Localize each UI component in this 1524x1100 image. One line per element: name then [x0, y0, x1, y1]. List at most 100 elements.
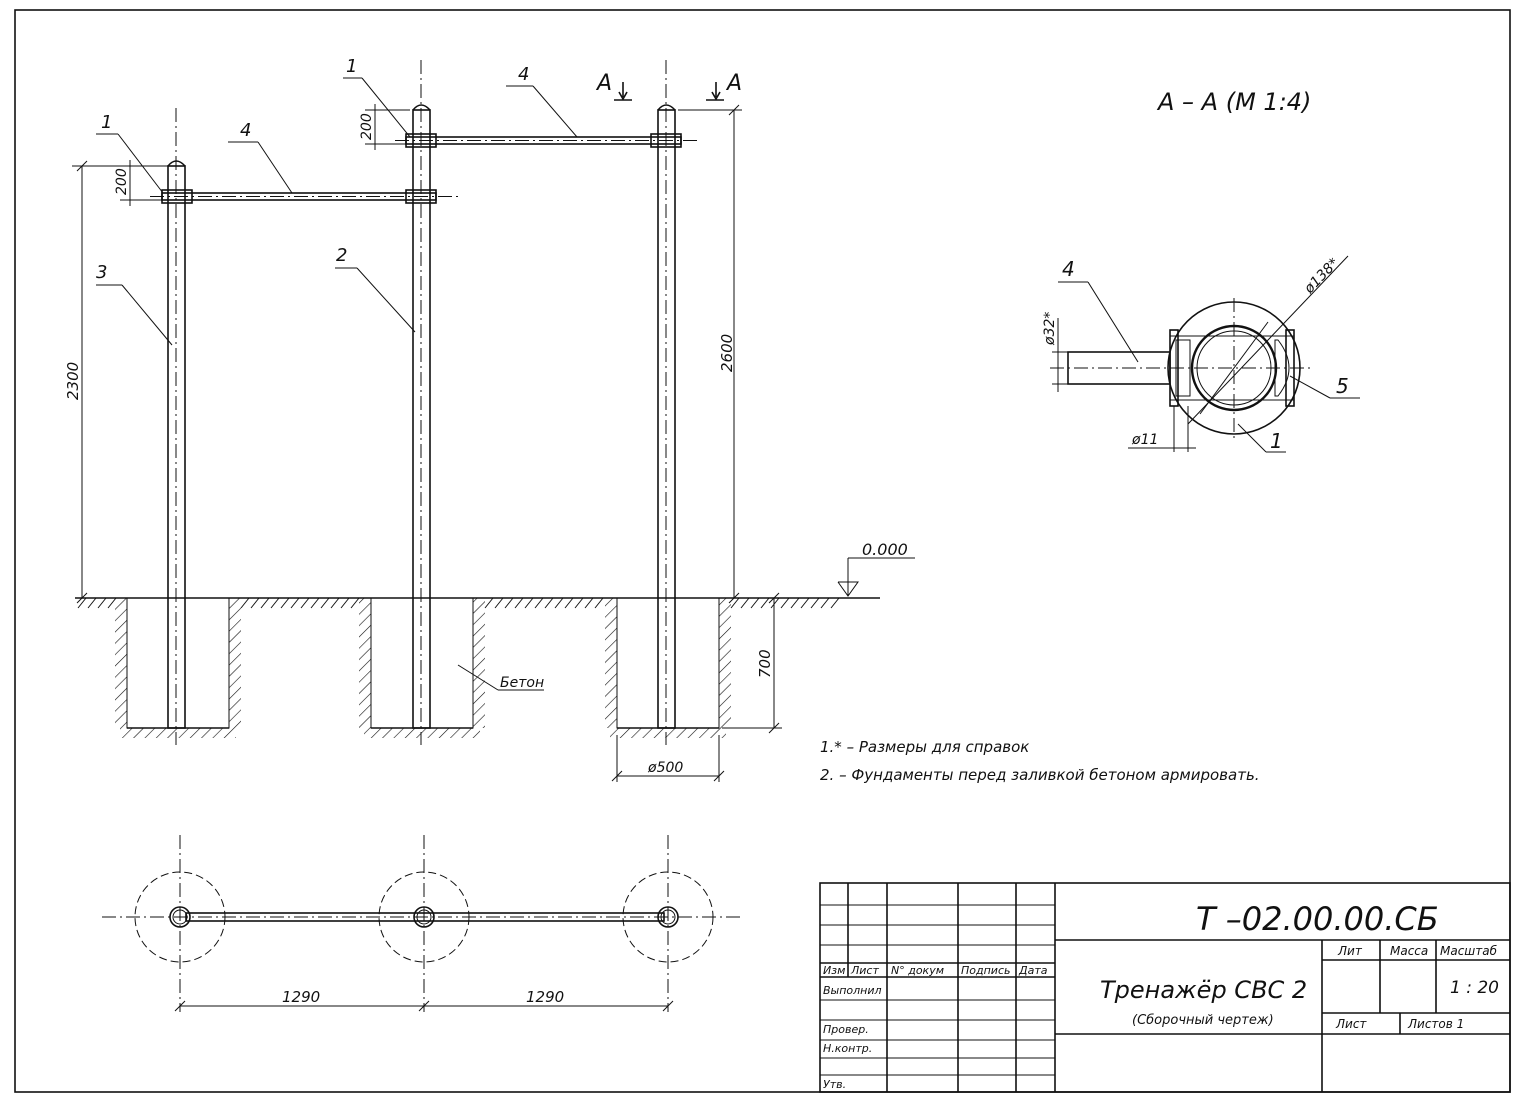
ground-hatch-tick [584, 597, 594, 609]
section-dim-d32-label: ø32* [1042, 312, 1058, 346]
section-pos4-label: 4 [1062, 257, 1075, 281]
ground-hatch-tick [740, 597, 750, 609]
ground-hatch-tick [810, 597, 820, 609]
tb-row-approve: Утв. [823, 1078, 846, 1091]
ground-hatch-tick [97, 597, 107, 609]
leader-pos4-low [228, 141, 293, 194]
ground-hatch-tick [534, 597, 544, 609]
ground-hatch-tick [250, 597, 260, 609]
foundation-left [115, 597, 241, 738]
title-block [819, 882, 1511, 1093]
section-cut-marks [614, 82, 724, 101]
note-2: 2. – Фундаменты перед заливкой бетоном а… [820, 766, 1260, 784]
plan-dims [174, 1000, 674, 1012]
ground-hatch-tick [484, 597, 494, 609]
ground-hatch-tick [330, 597, 340, 609]
post-left [167, 108, 186, 745]
tb-col-izm: Изм [823, 964, 845, 977]
ground-hatch-tick [107, 597, 117, 609]
ground-hatch-tick [87, 597, 97, 609]
pos4-low-label: 4 [240, 120, 251, 141]
tb-row-done: Выполнил [823, 984, 882, 997]
crossbar-low [150, 189, 460, 204]
section-view [1050, 298, 1310, 440]
ground-hatch-tick [270, 597, 280, 609]
ground-hatch-tick [290, 597, 300, 609]
leader-pos1-mid [343, 77, 411, 138]
section-leader-1 [1237, 423, 1286, 453]
ground-hatch-tick [760, 597, 770, 609]
dim-700 [722, 592, 782, 734]
ground-hatch-tick [340, 597, 350, 609]
tb-designation: Т –02.00.00.СБ [1196, 900, 1439, 938]
tb-scale-label: Масштаб [1440, 944, 1498, 958]
dim-2300-label: 2300 [64, 362, 82, 400]
ground-hatch-tick [790, 597, 800, 609]
tb-sheets: Листов 1 [1407, 1017, 1464, 1031]
ground-hatch-tick [544, 597, 554, 609]
level-mark-label: 0.000 [862, 540, 908, 559]
sheet-frame [14, 9, 1511, 1093]
tb-col-sign: Подпись [961, 964, 1010, 977]
ground-hatch-tick [554, 597, 564, 609]
note-1: 1.* – Размеры для справок [820, 738, 1029, 756]
level-mark [837, 557, 915, 597]
cut-left-label: А [595, 71, 612, 96]
plan-dim-1-label: 1290 [282, 988, 320, 1006]
tb-subtitle: (Сборочный чертеж) [1132, 1013, 1274, 1028]
ground-hatch-tick [574, 597, 584, 609]
ground-hatch-tick [240, 597, 250, 609]
pos1-left-label: 1 [101, 112, 112, 133]
section-leader-4 [1058, 281, 1139, 363]
tb-lit: Лит [1337, 944, 1363, 958]
ground-hatch-tick [504, 597, 514, 609]
leader-pos4-high [506, 85, 578, 138]
ground-hatch-tick [800, 597, 810, 609]
tb-row-ncontr: Н.контр. [823, 1042, 872, 1055]
ground-hatch-tick [524, 597, 534, 609]
ground-hatch-tick [780, 597, 790, 609]
ground-hatch-tick [564, 597, 574, 609]
dim-200-left-label: 200 [114, 168, 130, 195]
section-title: А – А (М 1:4) [1156, 88, 1311, 116]
section-dim-d32 [1052, 318, 1068, 392]
ground-hatch-tick [300, 597, 310, 609]
ground-hatch-tick [770, 597, 780, 609]
dim-d500-label: ø500 [647, 760, 683, 776]
dim-700-label: 700 [756, 649, 774, 678]
ground-hatch-tick [594, 597, 604, 609]
ground-hatch-tick [730, 597, 740, 609]
tb-row-check: Провер. [823, 1023, 869, 1036]
ground-hatch-tick [820, 597, 830, 609]
plan-dim-2-label: 1290 [526, 988, 564, 1006]
post-mid [412, 60, 431, 745]
post-right [657, 60, 676, 745]
concrete-label: Бетон [500, 675, 544, 691]
section-dim-d11-label: ø11 [1131, 432, 1158, 448]
ground-hatch-tick [310, 597, 320, 609]
tb-col-doc: N° докум [891, 964, 944, 977]
crossbar-high [395, 133, 700, 148]
concrete-leader [457, 664, 544, 691]
section-dim-d138-label: ø138* [1301, 255, 1343, 297]
ground-hatch-tick [320, 597, 330, 609]
section-dim-d138 [1187, 255, 1349, 425]
tb-mass: Масса [1390, 944, 1428, 958]
pos2-label: 2 [336, 245, 347, 266]
ground-hatch-tick [750, 597, 760, 609]
section-pos1-label: 1 [1270, 429, 1283, 453]
ground-hatch-tick [280, 597, 290, 609]
ground-hatch-tick [77, 597, 87, 609]
dim-2600 [678, 104, 742, 604]
pos3-label: 3 [96, 262, 107, 283]
ground-hatch-tick [830, 597, 840, 609]
section-dim-d11 [1128, 406, 1196, 452]
plan-view [102, 835, 742, 1012]
foundation-right [605, 597, 731, 738]
leader-pos3 [96, 284, 173, 346]
tb-col-date: Дата [1018, 964, 1048, 977]
leader-pos2 [335, 267, 416, 333]
ground-hatch-tick [350, 597, 360, 609]
tb-name: Тренажёр СВС 2 [1100, 976, 1307, 1004]
